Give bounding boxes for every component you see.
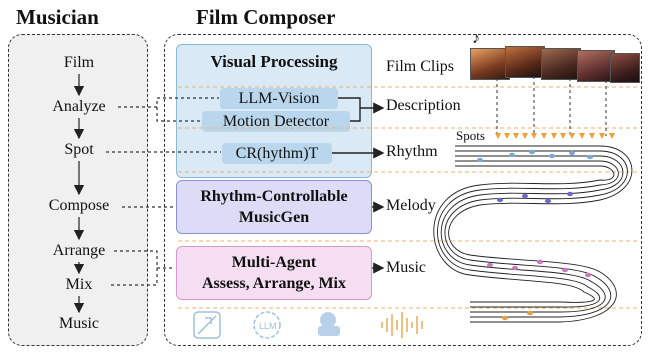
step-mix: Mix	[65, 276, 93, 293]
mapping-dotted-lines	[106, 97, 221, 286]
section-separators	[178, 86, 640, 309]
musician-title: Musician	[16, 5, 99, 29]
film-clips-label: Film Clips	[386, 58, 455, 75]
multi-agent-line2: Assess, Arrange, Mix	[202, 275, 346, 292]
film-clip-thumbnail-4	[577, 50, 615, 82]
film-composer-title: Film Composer	[196, 5, 336, 29]
clip-spot-lines	[496, 76, 607, 136]
multi-agent-line1: Multi-Agent	[231, 254, 317, 271]
llm-icon	[253, 311, 281, 339]
step-compose: Compose	[48, 197, 110, 214]
flowing-score-staff	[433, 145, 633, 323]
melody-notes	[497, 191, 573, 204]
llm-vision-box: LLM-Vision	[220, 88, 338, 109]
description-label: Description	[386, 97, 461, 114]
rhythm-controllable-line2: MusicGen	[238, 209, 310, 226]
rhythm-controllable-musicgen-box: Rhythm-Controllable MusicGen	[176, 180, 372, 234]
step-film: Film	[63, 54, 95, 71]
rhythm-label: Rhythm	[386, 143, 438, 160]
llm-icon-text: LLM	[259, 321, 277, 331]
music-note-icon: ♪	[472, 30, 480, 47]
audio-waveform-icon	[381, 312, 423, 338]
step-analyze: Analyze	[52, 98, 106, 115]
final-notes	[502, 310, 533, 321]
step-spot: Spot	[64, 141, 94, 158]
crt-box: CR(hythm)T	[222, 143, 332, 164]
visual-processing-title: Visual Processing	[210, 52, 338, 71]
step-arrange: Arrange	[52, 242, 106, 259]
rhythm-controllable-line1: Rhythm-Controllable	[200, 188, 348, 205]
spots-label: Spots	[456, 128, 485, 143]
step-music: Music	[59, 315, 99, 332]
motion-detector-box: Motion Detector	[202, 111, 350, 132]
rhythm-score-icon	[193, 311, 221, 339]
film-composer-panel	[164, 34, 642, 346]
agent-icon	[318, 312, 340, 336]
output-arrows	[332, 97, 385, 274]
melody-label: Melody	[386, 197, 436, 214]
multi-agent-box: Multi-Agent Assess, Arrange, Mix	[176, 246, 372, 300]
film-clip-thumbnail-5	[610, 53, 640, 83]
music-notes	[487, 259, 591, 278]
rhythm-notes	[477, 149, 593, 163]
music-output-label: Music	[386, 259, 426, 276]
spot-markers	[495, 133, 615, 139]
